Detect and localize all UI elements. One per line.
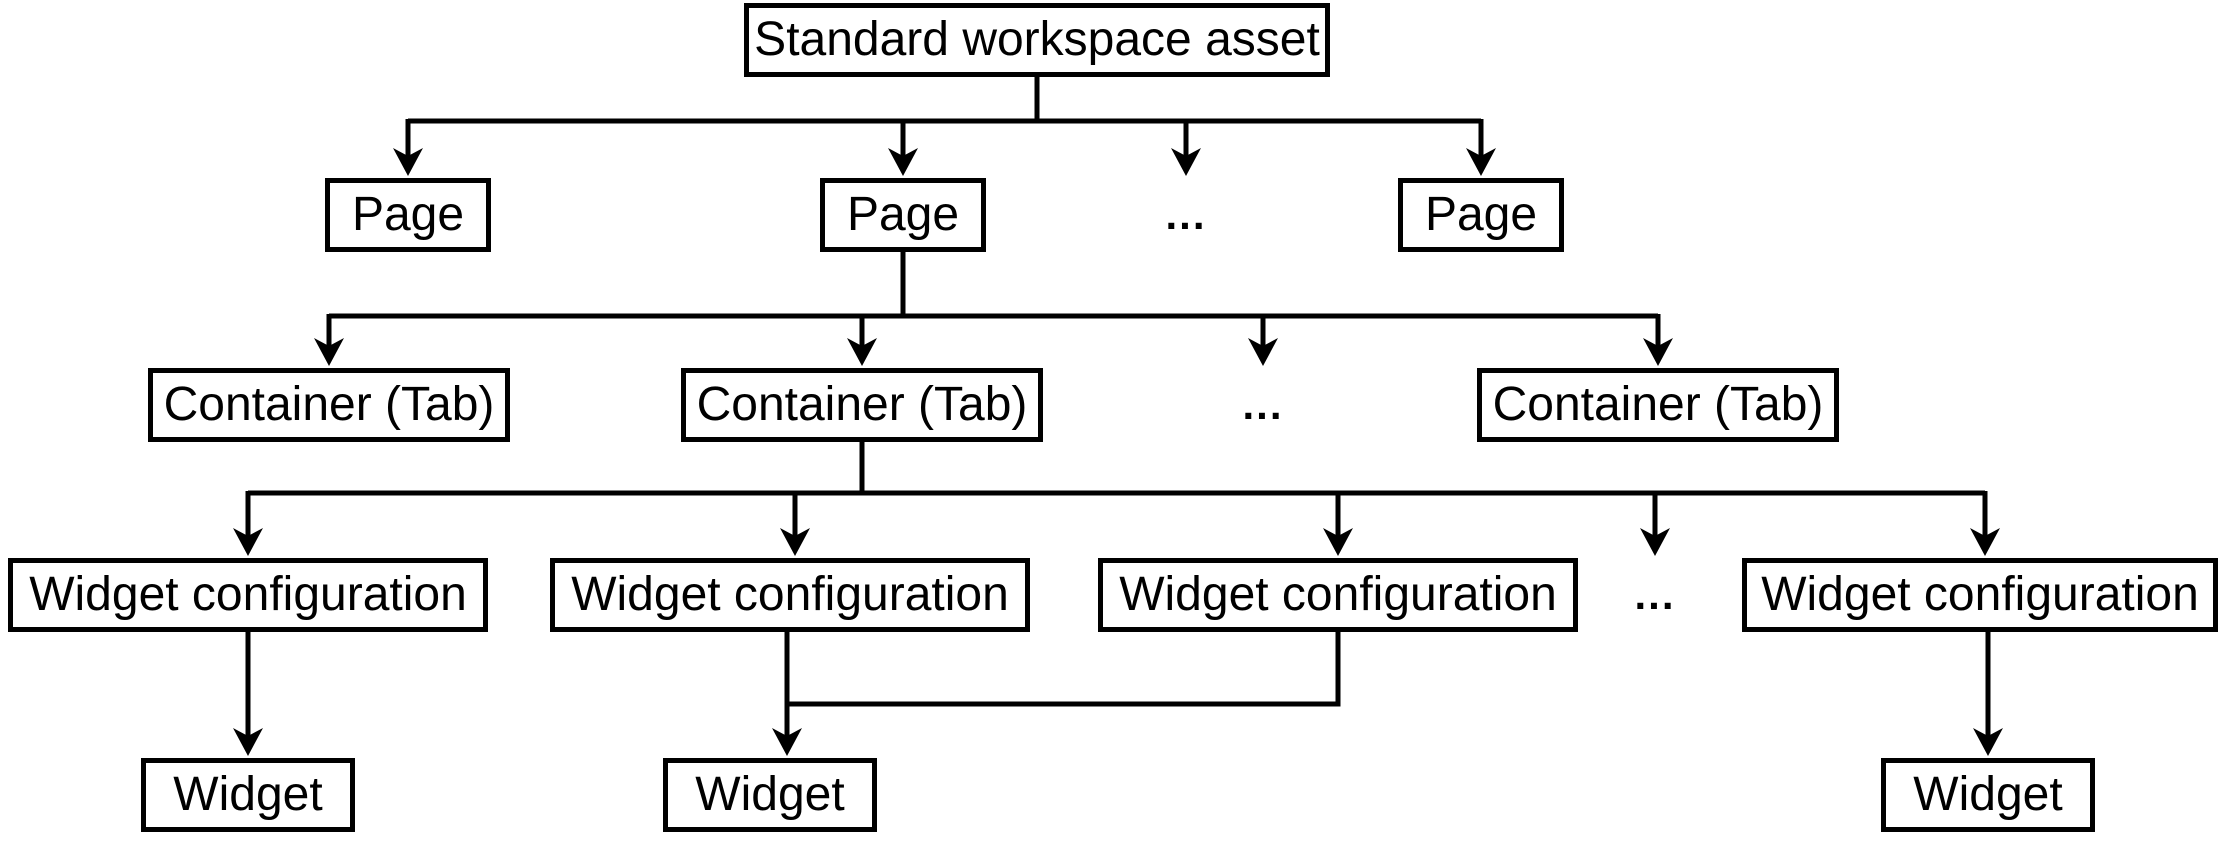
node-widget-configuration-1: Widget configuration (8, 558, 488, 632)
node-widget-configuration-3: Widget configuration (1098, 558, 1578, 632)
node-container-tab-3: Container (Tab) (1477, 368, 1839, 442)
node-label: Container (Tab) (696, 378, 1028, 431)
node-page-3: Page (1398, 178, 1564, 252)
root-to-pages-connectors (393, 74, 1496, 176)
node-label: Widget configuration (1761, 568, 2199, 621)
widgetconfig-to-widget-connectors (233, 630, 2003, 756)
ellipsis-containers: ... (1223, 368, 1303, 442)
arrowhead-down-icon (1466, 148, 1496, 176)
node-label: Page (1424, 188, 1538, 241)
arrowhead-down-icon (1171, 148, 1201, 176)
arrowhead-down-icon (888, 148, 918, 176)
node-container-tab-2: Container (Tab) (681, 368, 1043, 442)
node-standard-workspace-asset: Standard workspace asset (744, 3, 1330, 77)
arrowhead-down-icon (1323, 528, 1353, 556)
node-widget-configuration-2: Widget configuration (550, 558, 1030, 632)
arrowhead-down-icon (772, 728, 802, 756)
arrowhead-down-icon (233, 728, 263, 756)
arrowhead-down-icon (393, 148, 423, 176)
node-label: Widget (695, 768, 845, 821)
container-to-widgetconfig-connectors (233, 440, 2000, 556)
node-label: Widget configuration (29, 568, 467, 621)
ellipsis-label: ... (1242, 381, 1284, 428)
node-label: Widget configuration (571, 568, 1009, 621)
node-label: Widget configuration (1119, 568, 1557, 621)
ellipsis-label: ... (1165, 191, 1207, 238)
arrowhead-down-icon (1640, 528, 1670, 556)
node-page-1: Page (325, 178, 491, 252)
shared-widget-elbow-connector (785, 630, 1341, 707)
node-page-2: Page (820, 178, 986, 252)
arrowhead-down-icon (314, 338, 344, 366)
node-label: Container (Tab) (163, 378, 495, 431)
arrowhead-down-icon (1643, 338, 1673, 366)
arrowhead-down-icon (233, 528, 263, 556)
node-label: Widget (173, 768, 323, 821)
node-widget-1: Widget (141, 758, 355, 832)
node-widget-configuration-4: Widget configuration (1742, 558, 2218, 632)
arrowhead-down-icon (1248, 338, 1278, 366)
node-container-tab-1: Container (Tab) (148, 368, 510, 442)
node-widget-3: Widget (1881, 758, 2095, 832)
node-label: Standard workspace asset (754, 13, 1320, 66)
arrowhead-down-icon (780, 528, 810, 556)
node-label: Container (Tab) (1492, 378, 1824, 431)
node-widget-2: Widget (663, 758, 877, 832)
arrowhead-down-icon (847, 338, 877, 366)
ellipsis-widget-configurations: ... (1615, 558, 1695, 632)
page-to-containers-connectors (314, 250, 1673, 366)
arrowhead-down-icon (1970, 528, 2000, 556)
ellipsis-label: ... (1634, 571, 1676, 618)
node-label: Page (846, 188, 960, 241)
node-label: Page (351, 188, 465, 241)
arrowhead-down-icon (1973, 728, 2003, 756)
ellipsis-pages: ... (1146, 178, 1226, 252)
node-label: Widget (1913, 768, 2063, 821)
